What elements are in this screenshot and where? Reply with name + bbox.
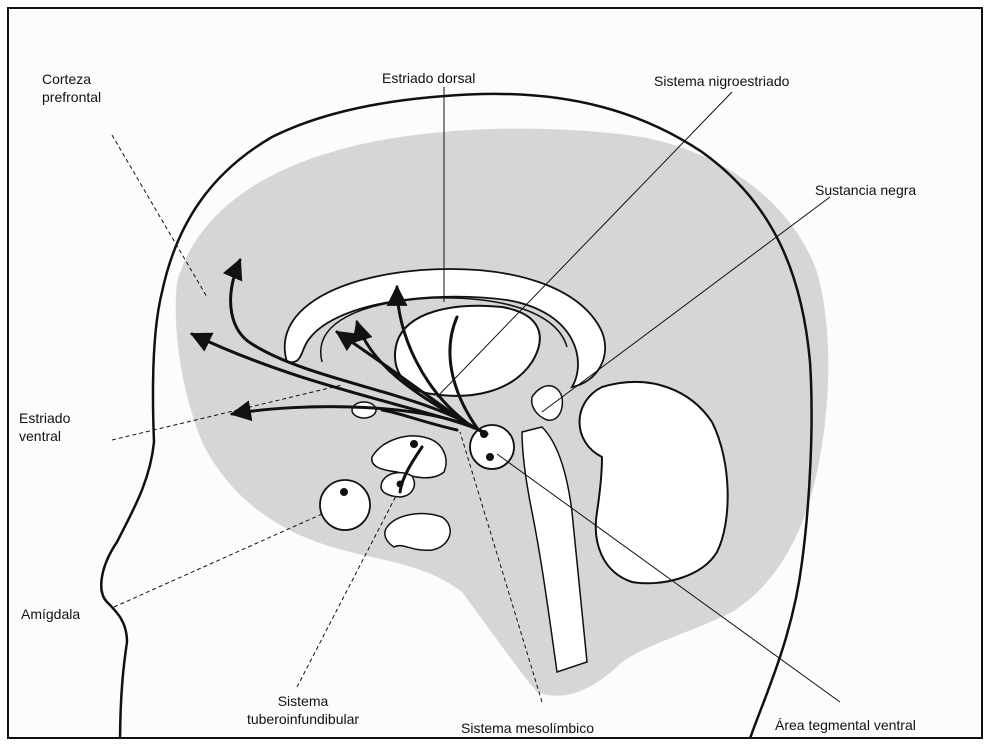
- label-sistema-mesolimbico: Sistema mesolímbico: [461, 719, 594, 737]
- label-estriado-ventral-line2: ventral: [19, 427, 70, 445]
- label-amigdala: Amígdala: [21, 605, 80, 623]
- cerebellum: [580, 382, 728, 583]
- brain-shape: [176, 129, 829, 696]
- label-corteza-prefrontal: Corteza prefrontal: [42, 70, 101, 106]
- estriado-ventral-nucleus: [352, 402, 376, 418]
- label-sistema-tuberoinfundibular: Sistema tuberoinfundibular: [238, 692, 368, 728]
- label-sustancia-negra: Sustancia negra: [815, 181, 916, 199]
- label-estriado-ventral-line1: Estriado: [19, 409, 70, 427]
- label-tuberoinfundibular-line1: Sistema: [238, 692, 368, 710]
- label-corteza-line2: prefrontal: [42, 88, 101, 106]
- label-estriado-ventral: Estriado ventral: [19, 409, 70, 445]
- label-area-tegmental-ventral: Área tegmental ventral: [775, 716, 916, 734]
- label-tuberoinfundibular-line2: tuberoinfundibular: [238, 710, 368, 728]
- figure-frame: Corteza prefrontal Estriado dorsal Siste…: [7, 7, 983, 739]
- vta-nucleus: [470, 425, 514, 469]
- amygdala-circle: [320, 480, 370, 530]
- brain-dopamine-diagram: [9, 9, 983, 739]
- label-corteza-line1: Corteza: [42, 70, 101, 88]
- label-sistema-nigroestriado: Sistema nigroestriado: [654, 72, 789, 90]
- label-estriado-dorsal: Estriado dorsal: [382, 69, 475, 87]
